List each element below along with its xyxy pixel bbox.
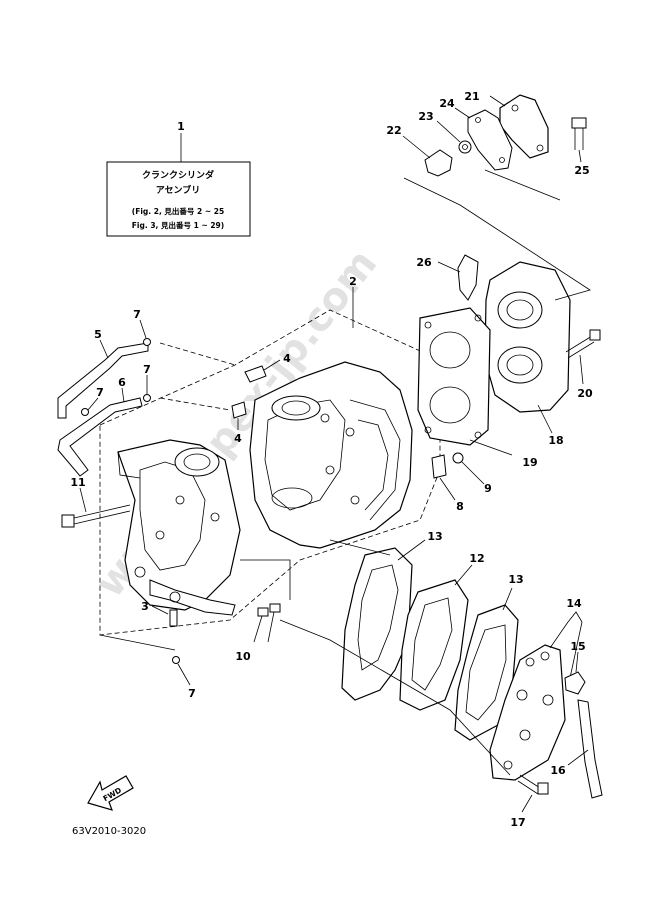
fitting-15 (564, 651, 586, 695)
callout-2: 2 (349, 275, 357, 288)
callout-12: 12 (469, 552, 484, 565)
callout-6: 6 (118, 376, 126, 389)
callout-7a: 7 (133, 308, 141, 321)
clip-7 (81, 319, 191, 686)
callout-7b: 7 (143, 363, 151, 376)
callout-19: 19 (522, 456, 537, 469)
exhaust-plate-12 (399, 564, 473, 711)
diagram-code: 63V2010-3020 (72, 826, 146, 837)
bolt-9 (452, 452, 485, 485)
callout-20: 20 (577, 387, 593, 400)
bolt-11 (61, 487, 131, 528)
title-line-2: アセンブリ (156, 184, 201, 196)
callout-5: 5 (94, 328, 102, 341)
callout-1: 1 (177, 120, 185, 133)
fwd-arrow-icon: FWD (87, 775, 134, 811)
fitting-4 (231, 359, 281, 430)
callout-23: 23 (418, 110, 433, 123)
callout-8: 8 (456, 500, 464, 513)
title-ref-1: (Fig. 2, 見出番号 2 ~ 25 (132, 206, 224, 216)
washer-23 (436, 120, 472, 154)
bolt-25 (571, 117, 587, 163)
hose-5 (57, 339, 149, 419)
gasket-19 (417, 307, 513, 456)
jacket-cover (489, 611, 583, 781)
cylinder-body (249, 361, 413, 549)
callout-9: 9 (484, 482, 492, 495)
callout-13a: 13 (427, 530, 442, 543)
callout-15: 15 (570, 640, 585, 653)
callout-7c: 7 (96, 386, 104, 399)
callout-4b: 4 (234, 432, 242, 445)
gasket-24 (454, 107, 513, 171)
callout-4a: 4 (283, 352, 291, 365)
callout-18: 18 (548, 434, 563, 447)
callout-3: 3 (141, 600, 149, 613)
bolt-17 (517, 774, 549, 813)
callout-24: 24 (439, 97, 455, 110)
exhaust-cover (484, 261, 571, 434)
gasket-13-b (454, 587, 519, 741)
callout-16: 16 (550, 764, 566, 777)
title-line-1: クランクシリンダ (142, 169, 214, 181)
callout-17: 17 (510, 816, 525, 829)
callout-7d: 7 (188, 687, 196, 700)
callout-14: 14 (566, 597, 582, 610)
callout-26: 26 (416, 256, 432, 269)
clip-8 (431, 454, 456, 501)
crankcase-left (117, 439, 241, 616)
callout-10: 10 (235, 650, 251, 663)
title-ref-2: Fig. 3, 見出番号 1 ~ 29) (132, 220, 224, 230)
assembly-outline (99, 287, 441, 636)
pins-10 (253, 603, 281, 643)
hose-16 (567, 699, 603, 799)
gasket-13-a (341, 539, 426, 701)
thermostat-22 (402, 135, 453, 177)
callout-21: 21 (464, 90, 479, 103)
callout-labels: 1 2 3 4 4 5 6 7 7 7 7 8 9 10 11 12 13 13… (70, 90, 593, 829)
callout-25: 25 (574, 164, 589, 177)
callout-11: 11 (70, 476, 85, 489)
bolt-3 (151, 605, 178, 627)
bolt-20 (565, 329, 601, 385)
callout-22: 22 (386, 124, 401, 137)
plug-26 (437, 254, 479, 301)
title-box: クランクシリンダ アセンブリ (Fig. 2, 見出番号 2 ~ 25 Fig.… (106, 133, 251, 237)
hose-6 (57, 387, 143, 477)
callout-13b: 13 (508, 573, 523, 586)
